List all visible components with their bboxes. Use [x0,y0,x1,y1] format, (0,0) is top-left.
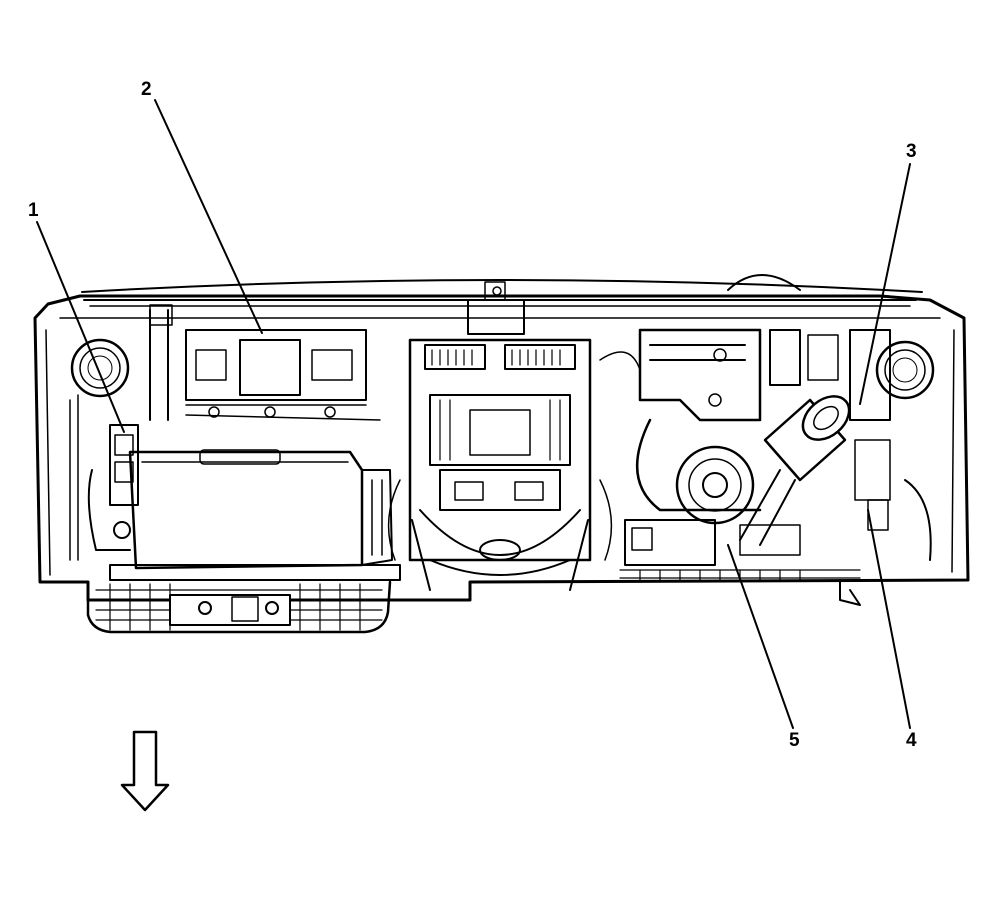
leader-line-2 [154,99,263,334]
leader-line-3 [859,163,911,405]
leader-line-1 [36,221,125,433]
leader-line-4 [867,509,911,729]
left-side-module [69,394,139,561]
lower-left-panel [86,580,392,634]
leader-lines [36,99,911,729]
callout-2: 2 [141,79,152,100]
defrost-duct [727,274,801,291]
callout-1: 1 [28,200,39,221]
left-speaker [70,338,130,398]
center-clip [467,281,525,335]
callout-4: 4 [906,730,917,751]
right-speaker [875,340,935,400]
hvac-module [599,328,932,606]
leader-line-5 [727,544,794,729]
center-stack [387,338,613,591]
glove-box [109,449,401,581]
callout-3: 3 [906,141,917,162]
upper-left-module [149,304,381,421]
down-arrow-icon [120,730,170,812]
callout-5: 5 [789,730,800,751]
